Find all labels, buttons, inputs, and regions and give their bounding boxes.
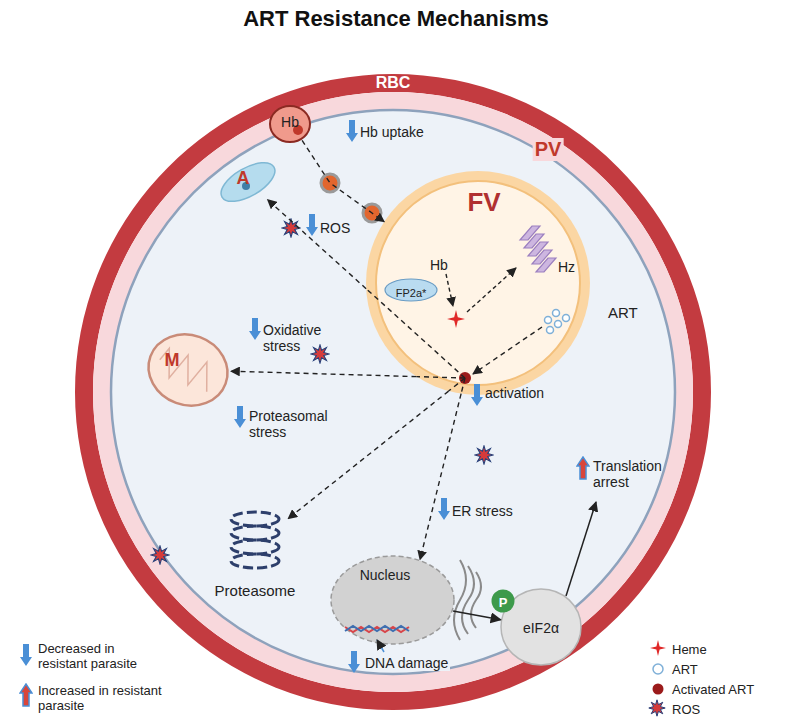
annotation-holder: Proteasomal stress xyxy=(249,408,341,441)
annotation: ROS xyxy=(320,220,350,236)
annotation-holder: Translation arrest xyxy=(593,458,681,491)
annotation: Hb uptake xyxy=(360,124,424,140)
prot-label-holder: Proteasome xyxy=(215,582,296,600)
annotation: Translation arrest xyxy=(593,458,681,490)
nuc-node: Nucleus xyxy=(330,555,455,645)
pv-label-holder: PV xyxy=(533,138,564,161)
p-label-holder: P xyxy=(499,593,508,611)
fv-label: FV xyxy=(467,188,500,218)
legend-text-holder: ROS xyxy=(672,700,700,718)
legend-text: ART xyxy=(672,663,698,678)
legend-text-holder: ART xyxy=(672,660,698,678)
apico-label: A xyxy=(237,168,250,189)
p-node: P xyxy=(491,589,515,613)
pv-label: PV xyxy=(533,138,564,161)
fp-node: FP2a* xyxy=(384,278,438,302)
annotation: Oxidative stress xyxy=(263,322,337,354)
apico-label-holder: A xyxy=(237,168,250,189)
annotation: activation xyxy=(485,385,544,401)
apico-node: A xyxy=(215,160,281,204)
annotation: ART xyxy=(608,304,638,321)
annotation-holder: ROS xyxy=(320,219,350,237)
fp-label: FP2a* xyxy=(396,287,427,300)
mito-node: M xyxy=(145,332,231,408)
annotation-holder: Hb uptake xyxy=(360,123,424,141)
legend-text-holder: Activated ART xyxy=(672,680,754,698)
annotation: Hb xyxy=(430,257,448,273)
annotation-holder: DNA damage xyxy=(363,654,450,672)
eif-node: eIF2α P xyxy=(500,588,582,666)
eif-label-holder: eIF2α xyxy=(523,619,559,637)
rbc-shape xyxy=(75,74,711,710)
fv-node: FV FP2a* xyxy=(366,171,590,395)
legend-text: Decreased in resistant parasite xyxy=(38,642,166,672)
pv-node: PVHbAMFVFP2a*ProteasomeNucleuseIF2αP xyxy=(93,92,693,692)
hb-label-holder: Hb xyxy=(281,113,299,131)
annotation-holder: Hz xyxy=(558,258,575,276)
annotation-holder: activation xyxy=(485,384,544,402)
legend-text: Heme xyxy=(672,643,707,658)
eif-label: eIF2α xyxy=(523,620,559,636)
legend-text-holder: Decreased in resistant parasite xyxy=(38,642,166,672)
p-label: P xyxy=(499,596,508,609)
annotation-holder: Oxidative stress xyxy=(263,322,337,355)
rbc-label-holder: RBC xyxy=(376,74,411,92)
annotation: DNA damage xyxy=(363,655,450,671)
legend-text-holder: Heme xyxy=(672,640,707,658)
legend-text-holder: Increased in resistant parasite xyxy=(38,684,166,714)
prot-node: Proteasome xyxy=(205,505,305,613)
legend-text: Activated ART xyxy=(672,683,754,698)
legend-text: ROS xyxy=(672,703,700,718)
annotation-holder: Hb xyxy=(430,256,448,274)
annotation-holder: ART xyxy=(608,304,638,322)
legend-icons xyxy=(650,640,666,695)
prot-label: Proteasome xyxy=(215,582,296,599)
fp-label-holder: FP2a* xyxy=(396,283,427,301)
title: ART Resistance Mechanisms xyxy=(243,6,549,31)
annotation: ER stress xyxy=(452,503,513,519)
annotation: Hz xyxy=(558,259,575,275)
nuc-label-holder: Nucleus xyxy=(360,566,411,584)
hb-node: Hb xyxy=(268,100,312,144)
pv-shape xyxy=(93,92,693,692)
annotation-holder: ER stress xyxy=(452,502,513,520)
nuc-label: Nucleus xyxy=(360,567,411,583)
mito-label: M xyxy=(165,350,180,371)
legend-text: Increased in resistant parasite xyxy=(38,684,166,714)
annotation: Proteasomal stress xyxy=(249,408,341,440)
rbc-label: RBC xyxy=(376,74,411,92)
title-holder: ART Resistance Mechanisms xyxy=(243,6,549,31)
mito-label-holder: M xyxy=(165,350,180,371)
fv-label-holder: FV xyxy=(467,188,500,218)
rbc-node: RBCPVHbAMFVFP2a*ProteasomeNucleuseIF2αP xyxy=(75,74,711,710)
hb-label: Hb xyxy=(281,114,299,130)
mito-shape xyxy=(145,332,231,408)
